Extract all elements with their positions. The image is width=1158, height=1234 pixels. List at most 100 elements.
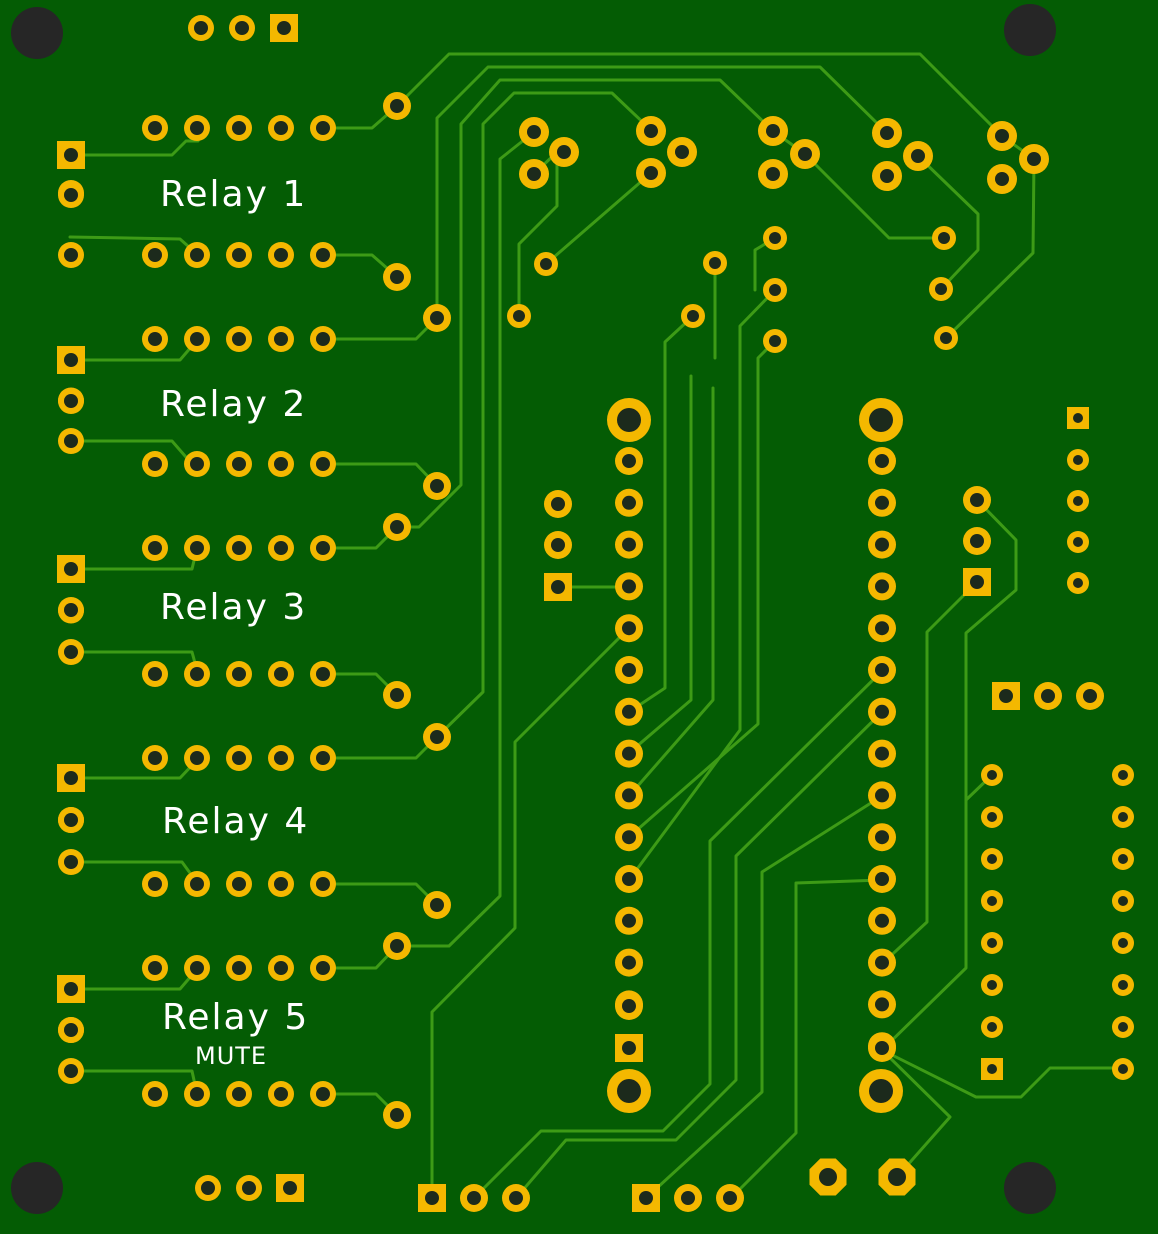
pad-hole xyxy=(64,855,78,869)
pad-hole xyxy=(875,537,889,552)
pad-hole xyxy=(242,1181,256,1195)
pad-hole xyxy=(557,145,571,159)
pad-hole xyxy=(875,830,889,845)
pad-hole xyxy=(232,332,246,346)
trace xyxy=(68,439,194,466)
trace xyxy=(472,669,884,1200)
pad-hole xyxy=(798,147,812,161)
pad-hole xyxy=(970,534,984,548)
pad-hole xyxy=(875,955,889,970)
pad-hole xyxy=(622,955,636,970)
pad-hole xyxy=(64,1064,78,1078)
pad-hole xyxy=(644,124,658,138)
pad-hole xyxy=(232,457,246,471)
mute-label: MUTE xyxy=(195,1042,267,1070)
trace xyxy=(627,339,777,839)
pad-hole xyxy=(467,1191,481,1205)
pad-hole xyxy=(875,454,889,468)
pad-hole xyxy=(201,1181,215,1195)
trace xyxy=(803,152,946,240)
pad-hole xyxy=(995,172,1009,186)
pad-hole xyxy=(148,1087,162,1101)
pad-hole xyxy=(190,457,204,471)
trace xyxy=(880,1048,1125,1099)
pad-hole xyxy=(430,311,444,325)
pad-hole xyxy=(723,1191,737,1205)
pad-hole xyxy=(911,149,925,163)
pad-hole xyxy=(64,188,78,202)
pad-hole xyxy=(64,645,78,659)
pad-hole xyxy=(1118,854,1128,864)
pad-hole xyxy=(64,1023,78,1037)
pad-hole xyxy=(274,751,288,765)
pad-hole xyxy=(987,812,997,822)
mounting-hole xyxy=(11,7,63,59)
trace xyxy=(395,130,536,948)
trace xyxy=(880,1048,952,1179)
pad-hole xyxy=(274,121,288,135)
pad-hole xyxy=(64,562,78,576)
pad-hole xyxy=(540,258,552,270)
pad-hole xyxy=(274,541,288,555)
pad-hole xyxy=(869,408,893,432)
pad-hole xyxy=(190,667,204,681)
trace xyxy=(395,52,1004,138)
pad-hole xyxy=(64,148,78,162)
pad-hole xyxy=(527,167,541,181)
mounting-holes xyxy=(11,4,1056,1214)
trace xyxy=(644,794,884,1200)
pad-hole xyxy=(1073,537,1083,547)
pad-hole xyxy=(316,457,330,471)
pad-hole xyxy=(316,961,330,975)
pad-hole xyxy=(148,121,162,135)
pad-hole xyxy=(622,579,636,594)
trace xyxy=(627,386,715,798)
pad-hole xyxy=(639,1191,653,1205)
component-pads xyxy=(57,14,1134,1212)
pad-hole xyxy=(283,1181,297,1195)
pad-hole xyxy=(622,788,636,803)
trace xyxy=(517,150,559,318)
pad-hole xyxy=(769,232,781,244)
pad-hole xyxy=(430,730,444,744)
pad-hole xyxy=(551,497,565,511)
pad-hole xyxy=(622,621,636,636)
pad-hole xyxy=(232,541,246,555)
silkscreen-labels: Relay 1 Relay 2 Relay 3 Relay 4 Relay 5 … xyxy=(160,174,309,1070)
pad-hole xyxy=(190,332,204,346)
pad-hole xyxy=(987,938,997,948)
pad-hole xyxy=(1083,689,1097,703)
pad-hole xyxy=(970,575,984,589)
pad-hole xyxy=(148,751,162,765)
mounting-hole xyxy=(1004,1162,1056,1214)
pad-hole xyxy=(970,493,984,507)
pad-hole xyxy=(390,270,404,284)
relay-4-label: Relay 4 xyxy=(162,801,309,842)
pad-hole xyxy=(875,746,889,761)
mounting-hole xyxy=(11,1162,63,1214)
pad-hole xyxy=(875,495,889,510)
pad-hole xyxy=(274,1087,288,1101)
pad-hole xyxy=(617,408,641,432)
pad-hole xyxy=(232,877,246,891)
pad-hole xyxy=(148,332,162,346)
pad-hole xyxy=(316,121,330,135)
pad-hole xyxy=(274,877,288,891)
trace xyxy=(916,154,980,291)
trace xyxy=(944,134,1036,340)
pad-hole xyxy=(194,21,208,35)
pad-hole xyxy=(274,248,288,262)
pad-hole xyxy=(316,248,330,262)
pad-hole xyxy=(232,961,246,975)
pad-hole xyxy=(875,788,889,803)
pad-hole xyxy=(64,771,78,785)
pad-hole xyxy=(430,479,444,493)
pad-hole xyxy=(687,310,699,322)
pad-hole xyxy=(148,667,162,681)
pad-hole xyxy=(232,667,246,681)
pad-hole xyxy=(1118,1022,1128,1032)
pad-hole xyxy=(232,121,246,135)
pad-hole xyxy=(1118,1064,1128,1074)
pad-hole xyxy=(64,982,78,996)
